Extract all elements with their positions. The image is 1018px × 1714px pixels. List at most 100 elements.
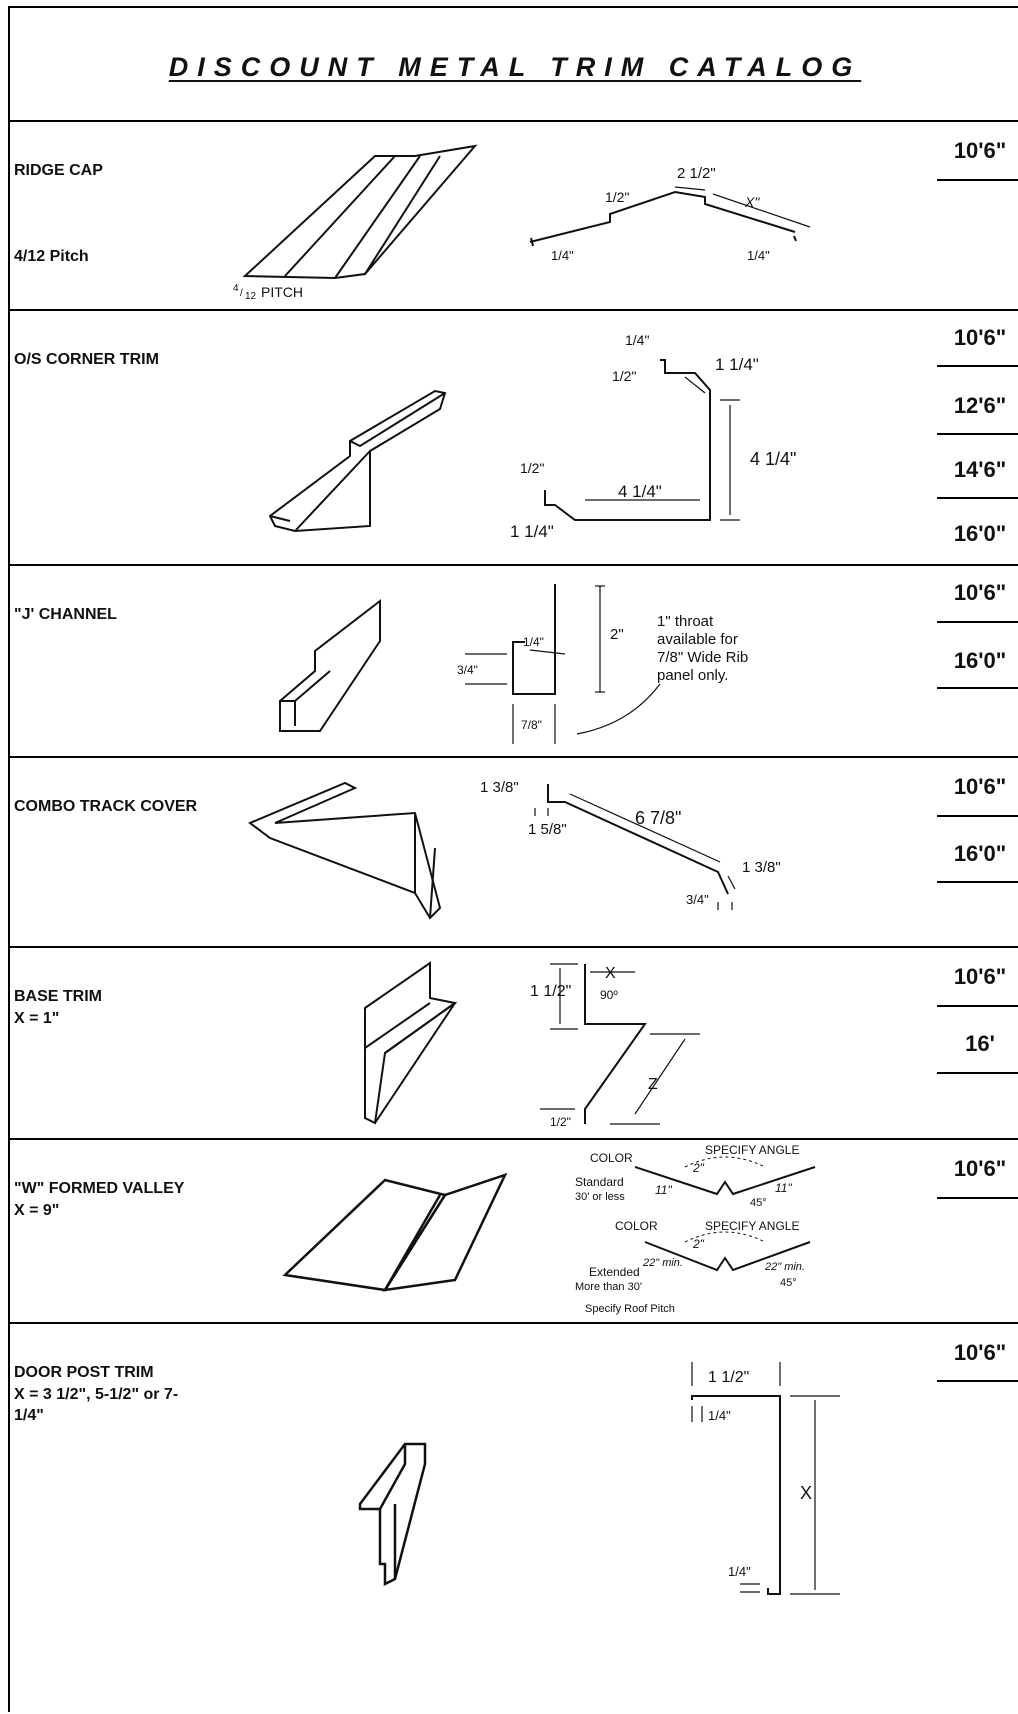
dim-side-right: 11" <box>775 1181 792 1195</box>
length-option: 16'0" <box>953 521 1007 546</box>
length-option: 10'6" <box>953 138 1007 163</box>
j-channel-profile: 2" 1/4" 3/4" 7/8" 1" throat available fo… <box>457 584 748 744</box>
dim-flat: 2 1/2" <box>677 165 716 182</box>
ridge-cap-profile: 1/2" 2 1/2" X" 1/4" 1/4" <box>529 165 811 263</box>
color-callout: COLOR <box>590 1151 633 1165</box>
dim-lip: 1/4" <box>708 1408 731 1423</box>
dim-x: X <box>800 1483 812 1503</box>
j-channel-3d-drawing <box>279 598 381 732</box>
length-option: 10'6" <box>953 964 1007 989</box>
length-divider <box>937 881 1018 883</box>
pitch-caption: PITCH <box>261 284 303 300</box>
pitch-denominator: 12 <box>245 291 257 302</box>
extended-label: More than 30' <box>575 1281 642 1293</box>
item-name: DOOR POST TRIM <box>14 1364 154 1381</box>
dim-angle: 45° <box>750 1197 767 1209</box>
os-corner-profile: 1/4" 1 1/4" 1/2" 4 1/4" 1/2" 4 1/4" 1 1/… <box>510 332 796 541</box>
length-divider <box>937 433 1018 435</box>
dim-kick: 1/2" <box>550 1115 571 1129</box>
dim-bottom: 1/4" <box>728 1564 751 1579</box>
length-option: 16' <box>965 1031 995 1056</box>
dim-side-left: 11" <box>655 1183 672 1197</box>
dim-angle: 90º <box>600 988 618 1002</box>
base-trim-profile: 1 1/2" X 90º Z 1/2" <box>530 963 700 1129</box>
os-corner-3d-drawing <box>268 389 447 533</box>
dim-bottom-step: 1/2" <box>520 460 544 476</box>
standard-label: 30' or less <box>575 1191 625 1203</box>
length-divider <box>937 687 1018 689</box>
dim-top: 1 1/2" <box>708 1369 749 1386</box>
dim-x: X" <box>744 194 760 210</box>
extended-label: Extended <box>589 1265 640 1279</box>
standard-label: Standard <box>575 1175 624 1189</box>
combo-track-profile: 1 3/8" 1 5/8" 6 7/8" 1 3/8" 3/4" <box>480 779 781 910</box>
dim-left-hem: 1/4" <box>551 248 574 263</box>
pitch-numerator: 4 <box>233 283 239 294</box>
item-combo-track-cover: COMBO TRACK COVER 1 3/8" 1 5/8" 6 7/8" 1… <box>10 758 1018 948</box>
length-option: 12'6" <box>953 393 1007 418</box>
dim-top-flange: 1 1/4" <box>715 355 759 374</box>
length-divider <box>937 179 1018 181</box>
dim-rib: 2" <box>692 1161 705 1175</box>
dim-hem: 3/4" <box>686 892 709 907</box>
item-name: COMBO TRACK COVER <box>14 798 198 815</box>
color-callout: COLOR <box>615 1219 658 1233</box>
note-line: panel only. <box>657 667 728 684</box>
w-valley-profiles: COLOR SPECIFY ANGLE Standard 30' or less… <box>575 1143 816 1315</box>
item-spec: 1/4" <box>14 1407 44 1424</box>
length-divider <box>937 621 1018 623</box>
item-name: "J' CHANNEL <box>14 606 117 623</box>
item-name: RIDGE CAP <box>14 162 103 179</box>
dim-ext-side-right: 22" min. <box>764 1261 805 1273</box>
dim-top-step: 1/2" <box>612 368 636 384</box>
dim-rib: 2" <box>692 1237 705 1251</box>
item-w-formed-valley: "W" FORMED VALLEY X = 9" COLOR SPECIFY A… <box>10 1140 1018 1324</box>
item-spec: X = 9" <box>14 1202 60 1219</box>
dim-throat: 7/8" <box>521 718 542 732</box>
base-trim-3d-drawing <box>364 961 458 1125</box>
note-line: 1" throat <box>657 613 714 630</box>
dim-base: 4 1/4" <box>618 482 662 501</box>
length-option: 10'6" <box>953 774 1007 799</box>
length-divider <box>937 1005 1018 1007</box>
dim-z: Z <box>648 1076 658 1093</box>
dim-side: 3/4" <box>457 663 478 677</box>
length-divider <box>937 1197 1018 1199</box>
trim-catalog: DISCOUNT METAL TRIM CATALOG RIDGE CAP 4/… <box>8 6 1018 1712</box>
item-name: "W" FORMED VALLEY <box>14 1180 185 1197</box>
note-line: 7/8" Wide Rib <box>657 649 748 666</box>
length-divider <box>937 815 1018 817</box>
dim-bottom-flange: 1 1/4" <box>510 522 554 541</box>
length-option: 10'6" <box>953 1156 1007 1181</box>
length-option: 10'6" <box>953 580 1007 605</box>
item-spec: X = 3 1/2", 5-1/2" or 7- <box>14 1386 179 1403</box>
item-door-post-trim: DOOR POST TRIM X = 3 1/2", 5-1/2" or 7- … <box>10 1324 1018 1714</box>
note-line: available for <box>657 631 738 648</box>
roof-pitch-note: Specify Roof Pitch <box>585 1303 675 1315</box>
svg-text:/: / <box>240 288 243 299</box>
specify-angle-callout: SPECIFY ANGLE <box>705 1219 799 1233</box>
dim-drip: 1 3/8" <box>742 859 781 876</box>
length-divider <box>937 1380 1018 1382</box>
item-spec: X = 1" <box>14 1010 60 1027</box>
item-os-corner-trim: O/S CORNER TRIM 1/4" 1 1/4" 1/2" 4 1 <box>10 311 1018 566</box>
item-name: O/S CORNER TRIM <box>14 351 159 368</box>
dim-angle: 45° <box>780 1277 797 1289</box>
dim-height: 4 1/4" <box>750 449 796 469</box>
length-option: 16'0" <box>953 841 1007 866</box>
dim-lip: 1/4" <box>523 635 544 649</box>
w-valley-3d-drawing <box>282 1172 508 1292</box>
length-divider <box>937 1072 1018 1074</box>
door-post-3d-drawing <box>358 1442 427 1587</box>
dim-ext-side-left: 22" min. <box>642 1257 683 1269</box>
length-option: 14'6" <box>953 457 1007 482</box>
dim-top-hem: 1/4" <box>625 332 649 348</box>
door-post-profile: 1 1/2" 1/4" X 1/4" <box>691 1362 840 1595</box>
specify-angle-callout: SPECIFY ANGLE <box>705 1143 799 1157</box>
length-option: 10'6" <box>953 325 1007 350</box>
dim-slope: 6 7/8" <box>635 808 681 828</box>
dim-x: X <box>605 965 616 982</box>
combo-track-3d-drawing <box>248 781 442 920</box>
item-ridge-cap: RIDGE CAP 4/12 Pitch 4 / 12 PITCH 1/2" <box>10 122 1018 311</box>
catalog-header: DISCOUNT METAL TRIM CATALOG <box>10 8 1018 122</box>
